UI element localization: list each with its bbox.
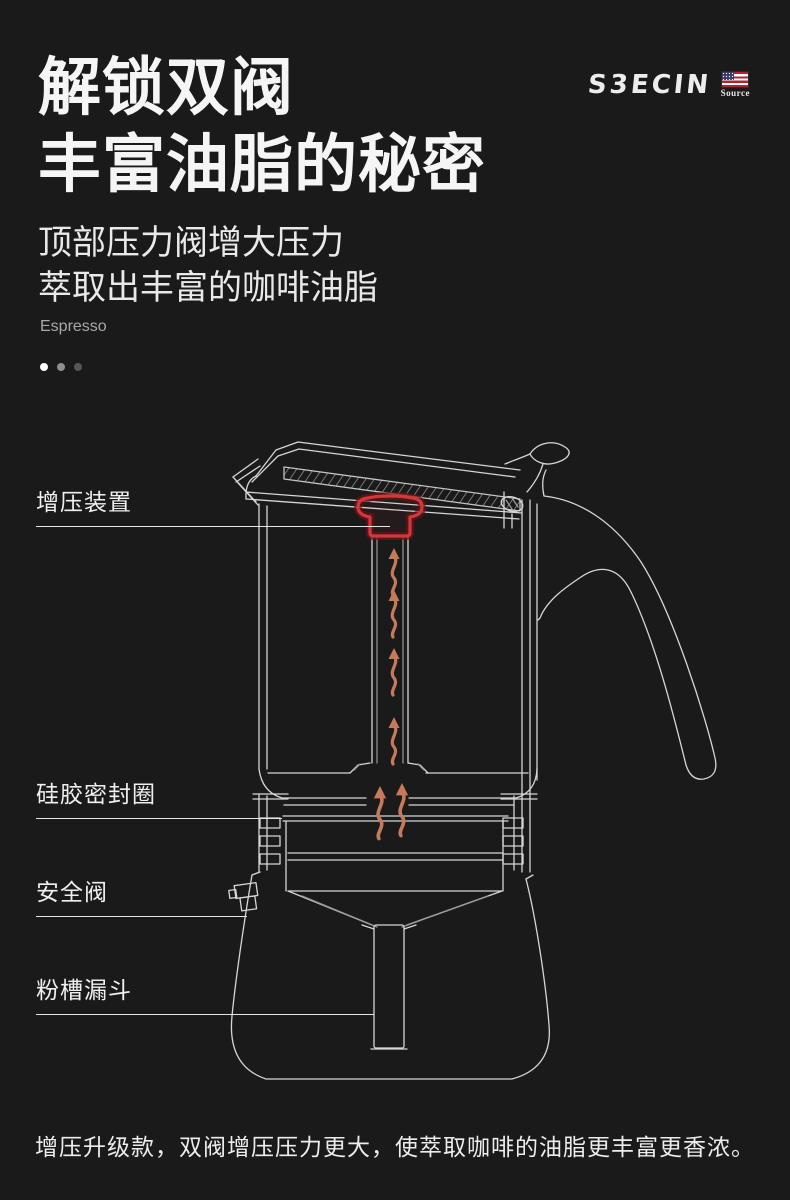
lid-knob <box>500 442 570 513</box>
callout-powder-funnel: 粉槽漏斗 <box>36 976 374 1015</box>
carousel-dot[interactable] <box>74 363 82 371</box>
spout <box>232 458 261 506</box>
safety-valve <box>228 881 259 912</box>
brand-logo: S3ECIN Source <box>585 70 750 100</box>
tagline-espresso: Espresso <box>40 318 107 335</box>
carousel-dot[interactable] <box>57 363 65 371</box>
page-subtitle: 顶部压力阀增大压力 萃取出丰富的咖啡油脂 <box>38 221 378 311</box>
boiler <box>230 871 550 1080</box>
callout-pressure-device: 增压装置 <box>36 488 390 527</box>
brand-wordmark: S3ECIN <box>585 70 713 100</box>
callout-powder-funnel-text: 粉槽漏斗 <box>36 977 132 1003</box>
carousel-dots <box>40 363 82 371</box>
seal-section <box>252 793 538 892</box>
title-line-1: 解锁双阀 <box>38 53 294 123</box>
brand-flag-block: Source <box>721 72 750 98</box>
callout-safety-valve: 安全阀 <box>36 878 247 917</box>
us-flag-icon <box>722 72 749 87</box>
callout-silicone-seal-text: 硅胶密封圈 <box>36 781 156 807</box>
callout-pressure-device-text: 增压装置 <box>36 489 132 515</box>
carousel-dot-active[interactable] <box>40 363 48 371</box>
page-title: 解锁双阀 丰富油脂的秘密 <box>38 50 486 204</box>
callout-safety-valve-text: 安全阀 <box>36 879 108 905</box>
footer-caption: 增压升级款，双阀增压压力更大，使萃取咖啡的油脂更丰富更香浓。 <box>35 1134 755 1160</box>
lid <box>245 441 523 520</box>
brand-source-label: Source <box>720 88 750 98</box>
callout-silicone-seal: 硅胶密封圈 <box>36 780 282 819</box>
upper-chamber <box>258 491 538 873</box>
handle <box>537 469 717 780</box>
subtitle-line-2: 萃取出丰富的咖啡油脂 <box>38 269 378 307</box>
title-line-2: 丰富油脂的秘密 <box>38 130 486 200</box>
subtitle-line-1: 顶部压力阀增大压力 <box>38 224 344 262</box>
riser-tube <box>371 535 409 764</box>
funnel-stem <box>287 890 503 1050</box>
moka-pot-diagram <box>228 441 717 1080</box>
